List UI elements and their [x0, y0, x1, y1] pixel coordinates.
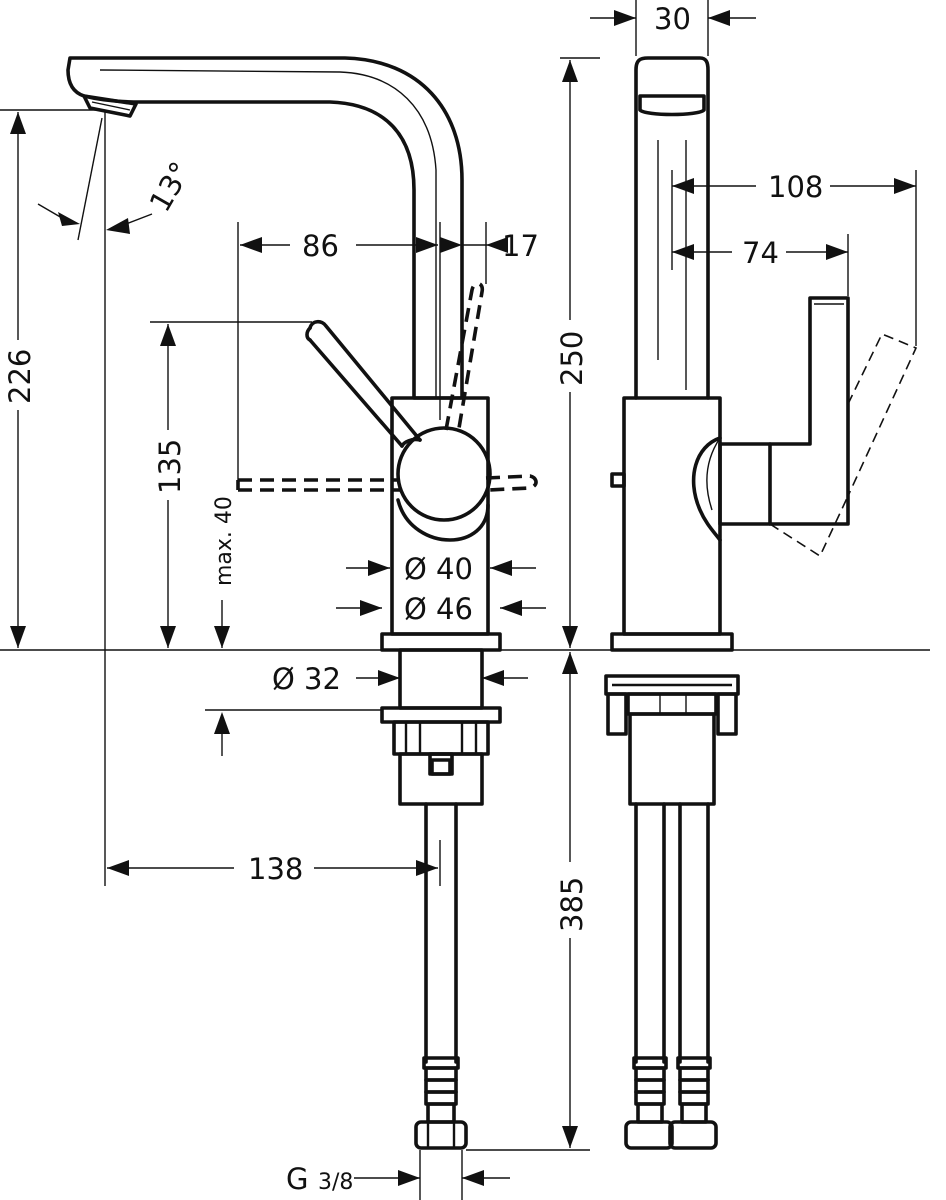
- dimension-108: 108: [672, 170, 916, 204]
- dim-g-fraction: 3/8: [318, 1170, 353, 1195]
- dim-13-label: 13°: [143, 156, 198, 218]
- side-valve-body: [622, 396, 722, 636]
- dim-108-label: 108: [768, 170, 823, 204]
- dim-226-label: 226: [3, 349, 37, 404]
- dimension-74: 74: [672, 236, 848, 270]
- dim-d40-label: Ø 40: [404, 552, 473, 586]
- dimension-226: 226: [3, 112, 37, 648]
- dimension-385: 385: [466, 652, 590, 1151]
- side-lever: [718, 442, 772, 526]
- dim-max40-label: max. 40: [212, 496, 237, 586]
- dim-135-label: 135: [153, 439, 187, 494]
- front-view: [0, 56, 930, 1200]
- side-lever-dashed: [769, 332, 918, 558]
- dimension-30: 30: [590, 2, 756, 36]
- dimension-135: 135: [152, 324, 187, 648]
- dimension-138: 138: [107, 852, 438, 886]
- lever-dashed-horizontal: [236, 478, 400, 492]
- dimension-250: 250: [554, 60, 589, 648]
- spout-highlight: [99, 69, 437, 398]
- side-view: [604, 0, 918, 1150]
- side-spout-column: [634, 56, 710, 400]
- dimension-diameter-40: Ø 40: [346, 552, 536, 586]
- shank: [398, 648, 484, 710]
- dimension-g38: G 3/8: [286, 1162, 510, 1196]
- aerator: [82, 94, 138, 118]
- dim-d46-label: Ø 46: [404, 592, 473, 626]
- dim-30-label: 30: [654, 2, 691, 36]
- base-ring: [380, 632, 502, 652]
- dim-138-label: 138: [248, 852, 303, 886]
- dimension-max40: max. 40: [212, 496, 237, 756]
- lever-hub: [396, 426, 492, 522]
- hose-fitting: [414, 1056, 468, 1150]
- dim-74-label: 74: [742, 236, 779, 270]
- dim-250-label: 250: [555, 331, 589, 386]
- dimension-17: 17: [440, 229, 539, 263]
- dimension-diameter-46: Ø 46: [336, 592, 546, 626]
- dim-17-label: 17: [502, 229, 539, 263]
- dimension-angle-13: 13°: [37, 117, 198, 241]
- side-hose-fittings: [624, 1056, 718, 1150]
- dim-d32-label: Ø 32: [272, 662, 341, 696]
- dimension-diameter-32: Ø 32: [272, 662, 528, 696]
- dim-86-label: 86: [302, 229, 339, 263]
- dim-385-label: 385: [555, 877, 589, 932]
- dim-g-label: G: [286, 1162, 308, 1196]
- lever-handle: [308, 319, 422, 442]
- lever-dashed-vertical: [444, 281, 485, 435]
- dimension-86: 86: [240, 229, 438, 263]
